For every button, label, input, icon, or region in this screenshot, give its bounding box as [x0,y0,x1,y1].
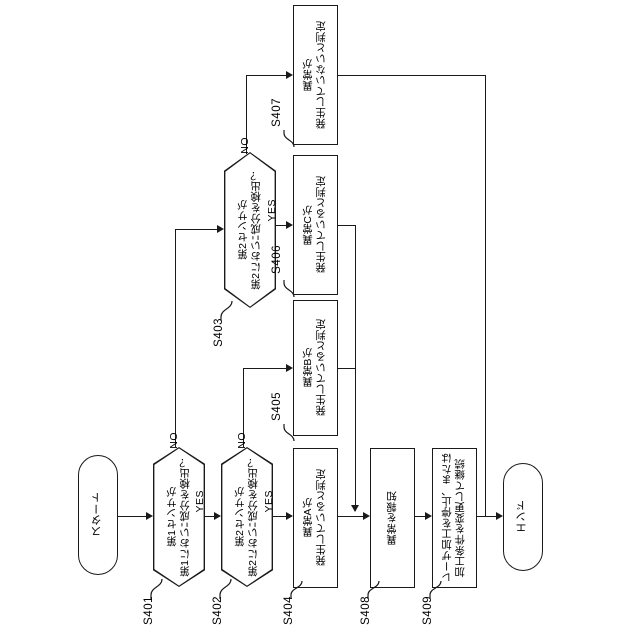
step-tag-s408: S408 [360,596,372,625]
edge-s401-s403-arrowhead [217,225,224,233]
node-s405: 異常Bが 発生していると判定 [293,300,338,436]
branch-label-s401-no: NO [168,432,180,449]
s403-hex-fill [225,153,275,307]
node-s401-label: 第1センサが 第1においﾆ成分を検出？ [165,457,191,577]
s401-hex-fill [154,448,204,586]
branch-label-s402-no: NO [236,432,248,449]
node-s403-label: 第2センサが 第2においﾆ成分を検出？ [236,170,262,290]
step-tag-s405: S405 [271,392,283,421]
step-leader-s405 [283,424,295,442]
edge-s408-s409-arrowhead [425,512,432,520]
edge-s407-end-foot [485,516,496,518]
node-start: スタート [78,455,118,575]
step-leader-s401 [150,578,163,599]
step-leader-s403 [220,300,233,321]
node-s402: 第2センサが 第2においﾆ成分を検出？ [221,447,273,587]
node-s408: 異常を報知 [370,448,415,588]
step-tag-s402: S402 [212,596,224,625]
edge-start-s401 [118,516,146,518]
edge-s402-s405-arrowhead [286,364,293,372]
node-s409: レーザ加工を停止、または 加工条件を変更して継続 [432,448,477,588]
edge-s401-s403-run [175,229,217,231]
node-end: エンド [503,463,543,571]
node-s406: 異常Cが 発生していると判定 [293,155,338,295]
node-s401: 第1センサが 第1においﾆ成分を検出？ [153,447,205,587]
edge-s403-s407-arrowhead [286,71,293,79]
step-leader-s409 [429,580,442,599]
node-s408-label: 異常を報知 [385,491,398,545]
edge-s401-s402-arrowhead [214,512,221,520]
edge-s404-s408-arrowhead [363,512,370,520]
node-s409-label: レーザ加工を停止、または 加工条件を変更して継続 [441,453,467,583]
node-s403: 第2センサが 第2においﾆ成分を検出？ [224,152,276,308]
step-tag-s404: S404 [283,596,295,625]
edge-s401-s402 [205,516,214,518]
edge-start-s401-arrowhead [146,512,153,520]
edge-s404-s408 [338,516,363,518]
node-s405-label: 異常Bが 発生していると判定 [302,319,328,417]
node-start-label: スタート [91,492,104,538]
branch-label-s401-yes: YES [194,490,206,513]
edge-s405-merge-run [338,368,356,370]
edge-s402-s404 [273,516,286,518]
branch-label-s403-yes: YES [266,199,278,222]
step-leader-s406 [283,280,295,298]
edge-merge-rail-arrowhead [351,505,359,512]
edge-s402-s405-riser [243,368,245,447]
branch-label-s402-yes: YES [263,490,275,513]
node-s402-label: 第2センサが 第2においﾆ成分を検出？ [233,457,259,577]
s402-hex-fill [222,448,272,586]
node-end-label: エンド [516,500,529,534]
node-s406-label: 異常Cが 発生していると判定 [302,176,328,274]
node-s404-label: 異常Aが 発生していると判定 [302,469,328,567]
edge-s402-s404-arrowhead [286,512,293,520]
step-tag-s407: S407 [271,98,283,127]
edge-s409-end-arrowhead [496,512,503,520]
step-tag-s403: S403 [213,318,225,347]
step-tag-s409: S409 [422,596,434,625]
branch-label-s403-no: NO [239,137,251,154]
edge-s403-s406 [276,225,286,227]
edge-s403-s407-riser [246,75,248,154]
node-s407: 異常が 発生していないと判定 [293,5,338,145]
step-leader-s404 [290,580,303,599]
step-leader-s402 [219,578,232,599]
edge-s408-s409 [415,516,425,518]
edge-s401-s403-riser [175,229,177,447]
step-tag-s401: S401 [143,596,155,625]
edge-s403-s406-arrowhead [286,221,293,229]
node-s404: 異常Aが 発生していると判定 [293,448,338,588]
step-leader-s408 [367,580,380,599]
edge-s403-s407-run [246,75,286,77]
node-s407-label: 異常が 発生していないと判定 [302,21,328,129]
edge-s402-s405-run [243,368,286,370]
step-leader-s407 [283,130,295,148]
edge-s407-end-run [338,75,486,77]
step-tag-s406: S406 [271,245,283,274]
edge-s407-end-riser [485,75,487,516]
edge-s406-merge-run [338,225,356,227]
